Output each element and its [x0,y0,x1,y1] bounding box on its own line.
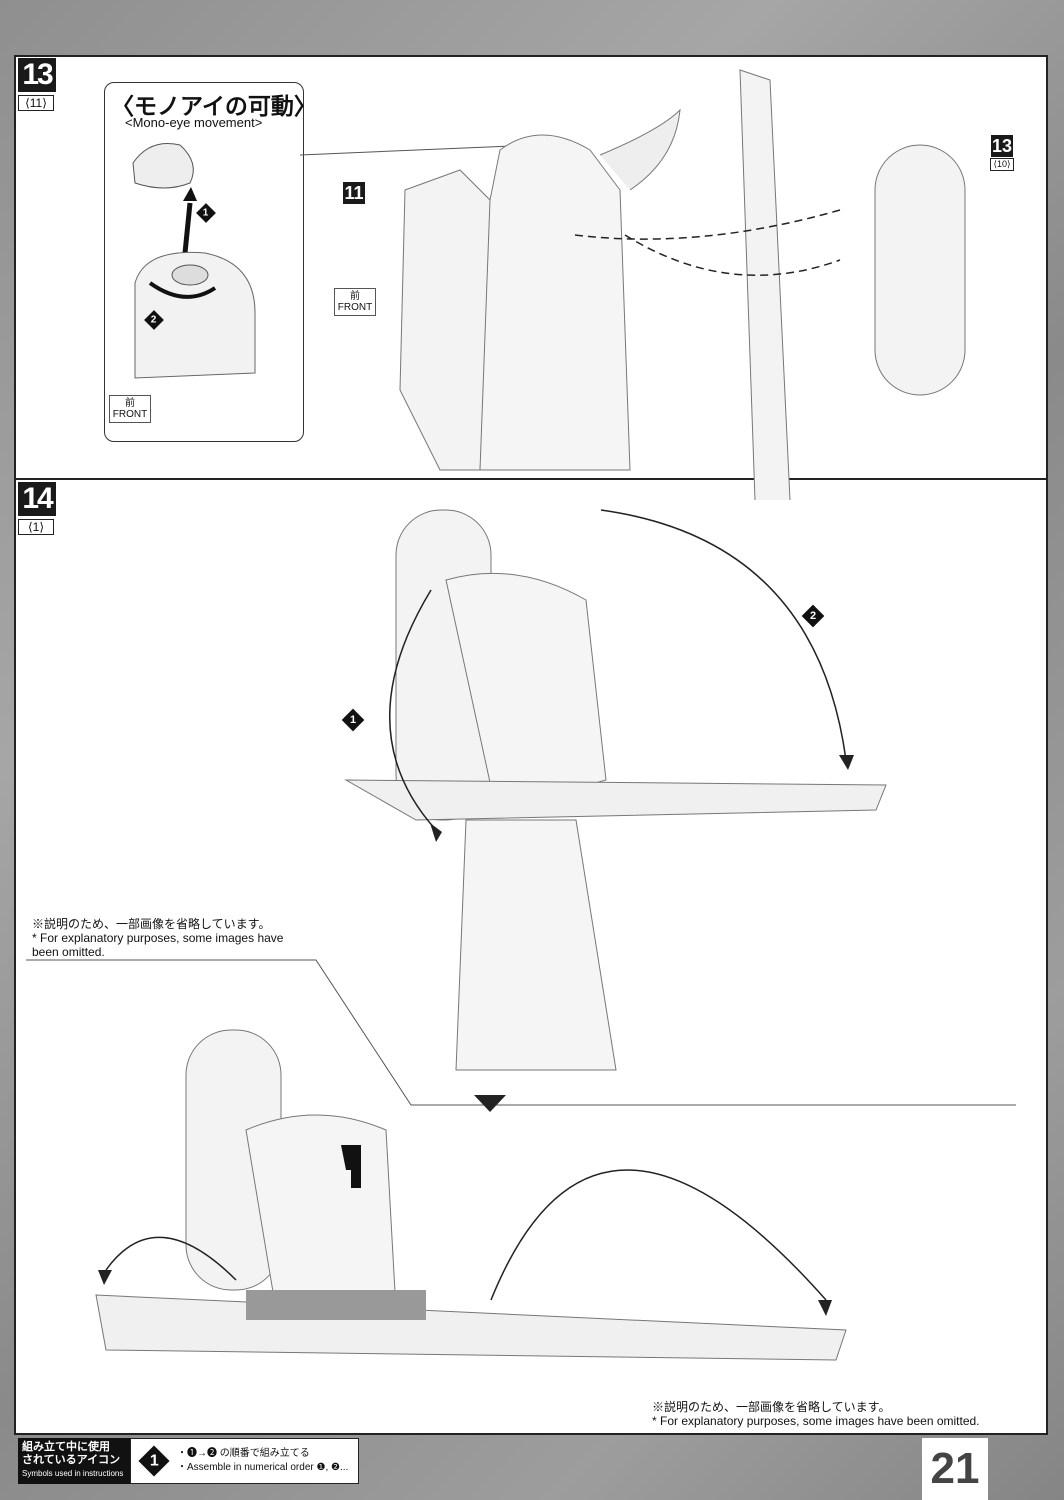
callout-title-jp: 〈モノアイの可動〉 [111,93,317,119]
step-14-sub: ⟨1⟩ [18,519,54,535]
mono-eye-illustration [132,143,256,379]
part-tag-13: 13 [991,135,1013,157]
omission-note-2: ※説明のため、一部画像を省略しています。 * For explanatory p… [652,1400,980,1428]
step-13-illustration [300,69,966,500]
step-divider [14,478,1048,480]
step-14-illustration [26,509,1016,1361]
step-14-number: 14 [18,482,56,516]
order-icon: 1 [138,1445,170,1477]
step-13-number: 13 [18,58,56,92]
part-tag-11: 11 [343,182,365,204]
legend-line-jp: ・❶→❷ の順番で組み立てる [177,1448,310,1459]
symbol-legend: 組み立て中に使用 されているアイコン Symbols used in instr… [18,1438,360,1484]
omission-note-1: ※説明のため、一部画像を省略しています。 * For explanatory p… [32,917,284,959]
step-13-sub: ⟨11⟩ [18,95,54,111]
part-tag-13-sub: ⟨10⟩ [990,158,1014,171]
legend-heading: 組み立て中に使用 されているアイコン Symbols used in instr… [18,1438,130,1484]
legend-line-en: ・Assemble in numerical order ❶, ❷... [177,1462,349,1473]
callout-title-en: <Mono-eye movement> [125,115,263,130]
page-number: 21 [922,1438,988,1500]
